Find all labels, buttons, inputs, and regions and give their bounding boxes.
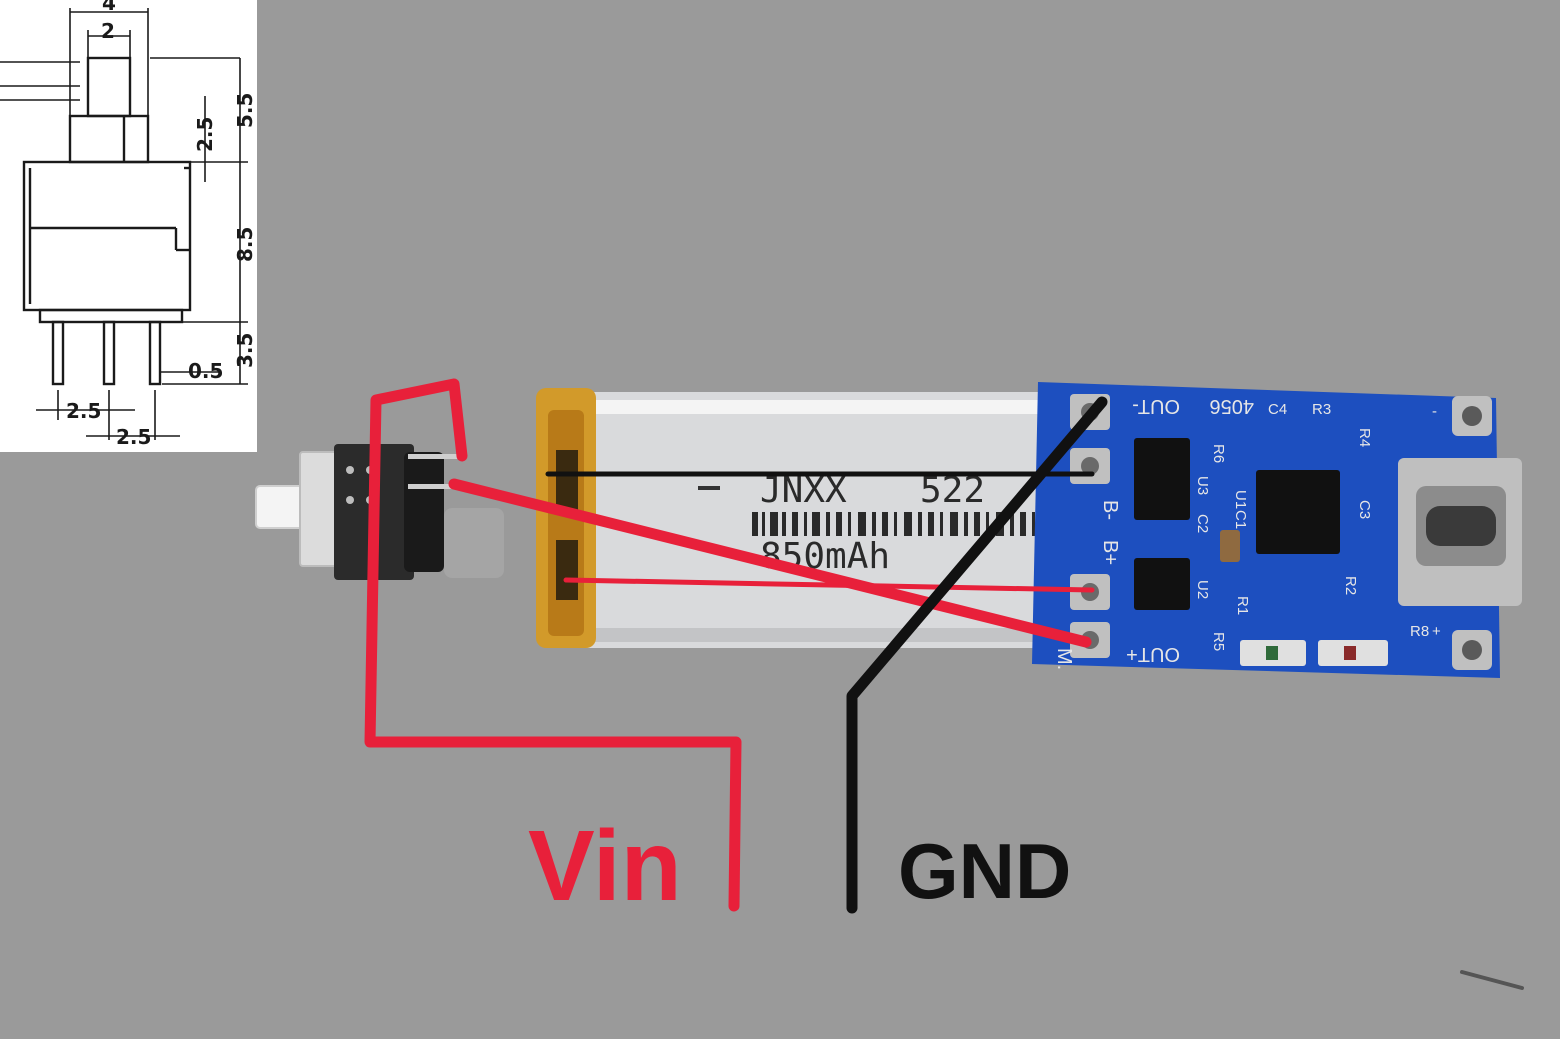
label-u2: U2 (1194, 580, 1211, 599)
label-r5: R5 (1210, 632, 1227, 651)
charger-board: OUT- B- B+ OUT+ M. 4056 R3 C4 R6 U3 U1 C… (1032, 382, 1522, 678)
pad-b-plus: B+ (1099, 540, 1121, 565)
pad-b-minus: B- (1099, 500, 1121, 520)
dim-inner-width: 2 (101, 19, 115, 43)
lead-artifact (1460, 970, 1524, 990)
label-r6: R6 (1210, 444, 1227, 463)
vin-label: Vin (528, 810, 682, 922)
label-minus-mark: - (1432, 403, 1437, 420)
dim-body-height: 8.5 (233, 227, 257, 262)
label-c3: C3 (1356, 500, 1373, 519)
label-c1: C1 (1232, 510, 1249, 529)
pad-out-minus: OUT- (1132, 395, 1180, 417)
dim-pitch-left: 2.5 (66, 399, 101, 423)
label-u3: U3 (1194, 476, 1211, 495)
label-r2: R2 (1342, 576, 1359, 595)
label-r3: R3 (1312, 401, 1331, 418)
dim-pin-length: 3.5 (233, 333, 257, 368)
label-c4: C4 (1268, 401, 1287, 418)
label-u1: U1 (1232, 490, 1249, 509)
label-r4: R4 (1356, 428, 1373, 447)
label-r1: R1 (1234, 596, 1251, 615)
battery-model: 522 (920, 470, 985, 511)
dim-button-height: 5.5 (233, 93, 257, 128)
dim-top-width: 4 (102, 0, 116, 15)
chip-4056: 4056 (1210, 395, 1255, 417)
drawing-paper (0, 0, 257, 452)
dim-collar-height: 2.5 (193, 117, 217, 152)
red-wire-battery-plus (563, 577, 1095, 593)
label-r8: R8 (1410, 623, 1429, 640)
battery-brand: JNXX (760, 470, 847, 511)
wires (364, 378, 1108, 914)
switch-dimension-drawing: 4 2 5.5 2.5 8.5 3.5 0.5 2.5 2.5 (0, 0, 257, 452)
gnd-label: GND (898, 827, 1071, 915)
red-wire-switch-to-out-plus (448, 478, 1092, 648)
label-plus-mark: + (1432, 623, 1441, 640)
dim-pin-width: 0.5 (188, 359, 223, 383)
red-wire-vin (364, 378, 742, 912)
pad-m: M. (1053, 648, 1075, 670)
pad-out-plus: OUT+ (1126, 643, 1180, 665)
dim-pitch-right: 2.5 (116, 425, 151, 449)
label-c2: C2 (1194, 514, 1211, 533)
black-wire-gnd (846, 396, 1108, 914)
